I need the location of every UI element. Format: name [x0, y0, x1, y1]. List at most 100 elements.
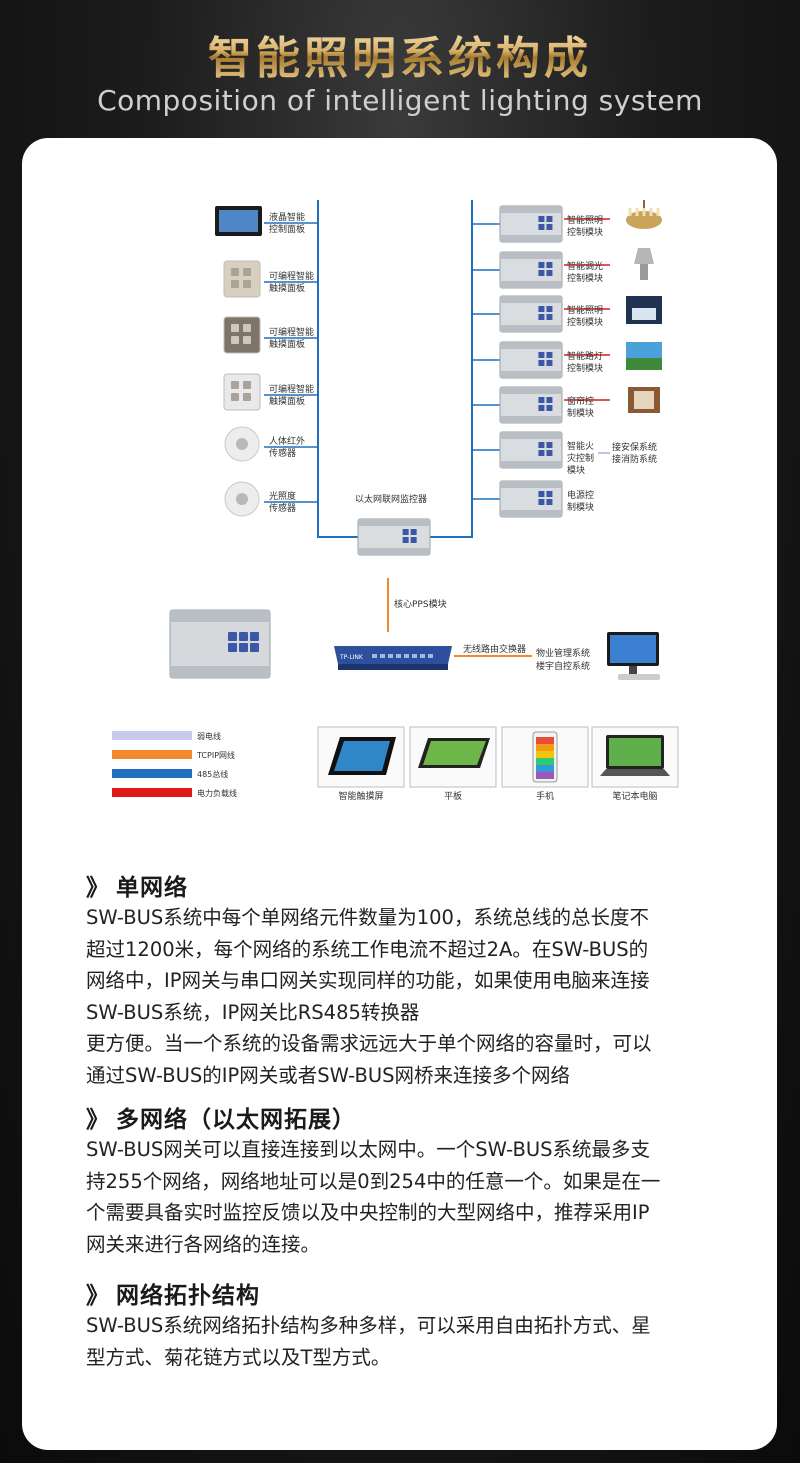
router-port [404, 654, 409, 658]
module-key [546, 224, 553, 230]
table-lamp-icon [634, 248, 654, 280]
module-key [546, 499, 553, 505]
laptop-base [600, 769, 670, 776]
module-rail [500, 416, 562, 423]
chandelier-body [626, 211, 662, 229]
terminal-label: 手机 [536, 790, 554, 802]
laptop-icon [591, 726, 679, 788]
device-label: 传感器 [269, 502, 296, 514]
panel-key [243, 393, 251, 401]
tablet-icon [409, 726, 497, 788]
router-port [388, 654, 393, 658]
panel-key [231, 280, 239, 288]
panel-key [231, 268, 239, 276]
legend-swatch [112, 769, 192, 778]
panel-body [223, 373, 261, 411]
lcd-panel-icon [215, 206, 262, 236]
lamp-shade [634, 248, 654, 264]
panel-key [243, 336, 251, 344]
module-label: 智能照明 [567, 304, 603, 316]
body-line: 型方式、菊花链方式以及T型方式。 [86, 1345, 391, 1369]
module-label: 模块 [567, 464, 585, 476]
panel-key [231, 336, 239, 344]
module-key [546, 216, 553, 222]
candle [642, 208, 646, 216]
body-line: SW-BUS系统，IP网关比RS485转换器 [86, 1000, 420, 1024]
panel-key [243, 324, 251, 332]
module-rail [500, 481, 562, 488]
module-label: 智能照明 [567, 214, 603, 226]
sensor-lens [236, 438, 248, 450]
page-subtitle: Composition of intelligent lighting syst… [97, 84, 703, 117]
left-devices: 液晶智能控制面板可编程智能触摸面板可编程智能触摸面板可编程智能触摸面板人体红外传… [215, 206, 318, 517]
terminal-label: 智能触摸屏 [338, 790, 383, 802]
router-port [420, 654, 425, 658]
phone-screen-band [536, 744, 554, 751]
legend-swatch [112, 750, 192, 759]
router-port [380, 654, 385, 658]
module-key [546, 397, 553, 403]
module-key [538, 314, 545, 320]
device-label: 可编程智能 [269, 383, 314, 395]
device-label: 光照度 [269, 490, 296, 502]
ethernet-monitor-label: 以太网联网监控器 [355, 493, 427, 505]
module-key [538, 397, 545, 403]
touch-panel-icon [223, 260, 261, 298]
terminal-label: 平板 [444, 790, 462, 802]
device-label: 触摸面板 [269, 395, 305, 407]
phone-screen-band [536, 758, 554, 765]
panel-key [243, 381, 251, 389]
page-title: 智能照明系统构成 [0, 22, 800, 86]
device-label: 液晶智能 [269, 211, 305, 223]
bus-line-left [317, 200, 358, 538]
router-label: 无线路由交换器 [463, 643, 526, 655]
building [632, 308, 656, 320]
legend-swatch [112, 788, 192, 797]
body-line: SW-BUS系统中每个单网络元件数量为100，系统总线的总长度不 [86, 906, 649, 929]
module-key [538, 491, 545, 497]
module-key [538, 216, 545, 222]
sensor-lens [236, 493, 248, 505]
module-key [538, 360, 545, 366]
body-line: 通过SW-BUS的IP网关或者SW-BUS网桥来连接多个网络 [86, 1063, 570, 1087]
street-lights-icon [626, 342, 662, 370]
chevron-icon: 》 [86, 875, 110, 901]
property-label: 楼宇自控系统 [536, 660, 590, 672]
ground [626, 358, 662, 370]
module-label: 制模块 [567, 501, 594, 513]
body-line: SW-BUS系统网络拓扑结构多种多样，可以采用自由拓扑方式、星 [86, 1314, 651, 1337]
phone-icon [501, 726, 589, 788]
chandelier-icon [626, 200, 662, 229]
module-rail [170, 666, 270, 678]
bus-line-right [430, 200, 473, 538]
panel-key [231, 393, 239, 401]
terminal-label: 笔记本电脑 [612, 790, 657, 802]
module-key [538, 442, 545, 448]
monitor-screen [610, 635, 656, 663]
body-line: 个需要具备实时监控反馈以及中央控制的大型网络中，推荐采用IP [86, 1201, 650, 1224]
screen [334, 741, 390, 771]
module-key [546, 352, 553, 358]
section-single-network: 》单网络 SW-BUS系统中每个单网络元件数量为100，系统总线的总长度不 超过… [86, 868, 726, 1091]
phone-screen-band [536, 765, 554, 772]
module-label: 灾控制 [567, 452, 594, 464]
panel-body [223, 316, 261, 354]
module-key [546, 306, 553, 312]
phone-screen-band [536, 751, 554, 758]
module-key [538, 450, 545, 456]
module-key [250, 632, 259, 641]
module-key [546, 270, 553, 276]
desktop-computer-icon [607, 632, 660, 680]
section-title: 单网络 [116, 875, 188, 901]
building-night-icon [626, 296, 662, 324]
module-key [546, 262, 553, 268]
module-key [546, 450, 553, 456]
module-rail [500, 371, 562, 378]
laptop-screen [609, 738, 661, 766]
module-label: 控制模块 [567, 362, 603, 374]
core-module-label: 核心PPS模块 [394, 598, 447, 610]
module-rail [500, 461, 562, 468]
